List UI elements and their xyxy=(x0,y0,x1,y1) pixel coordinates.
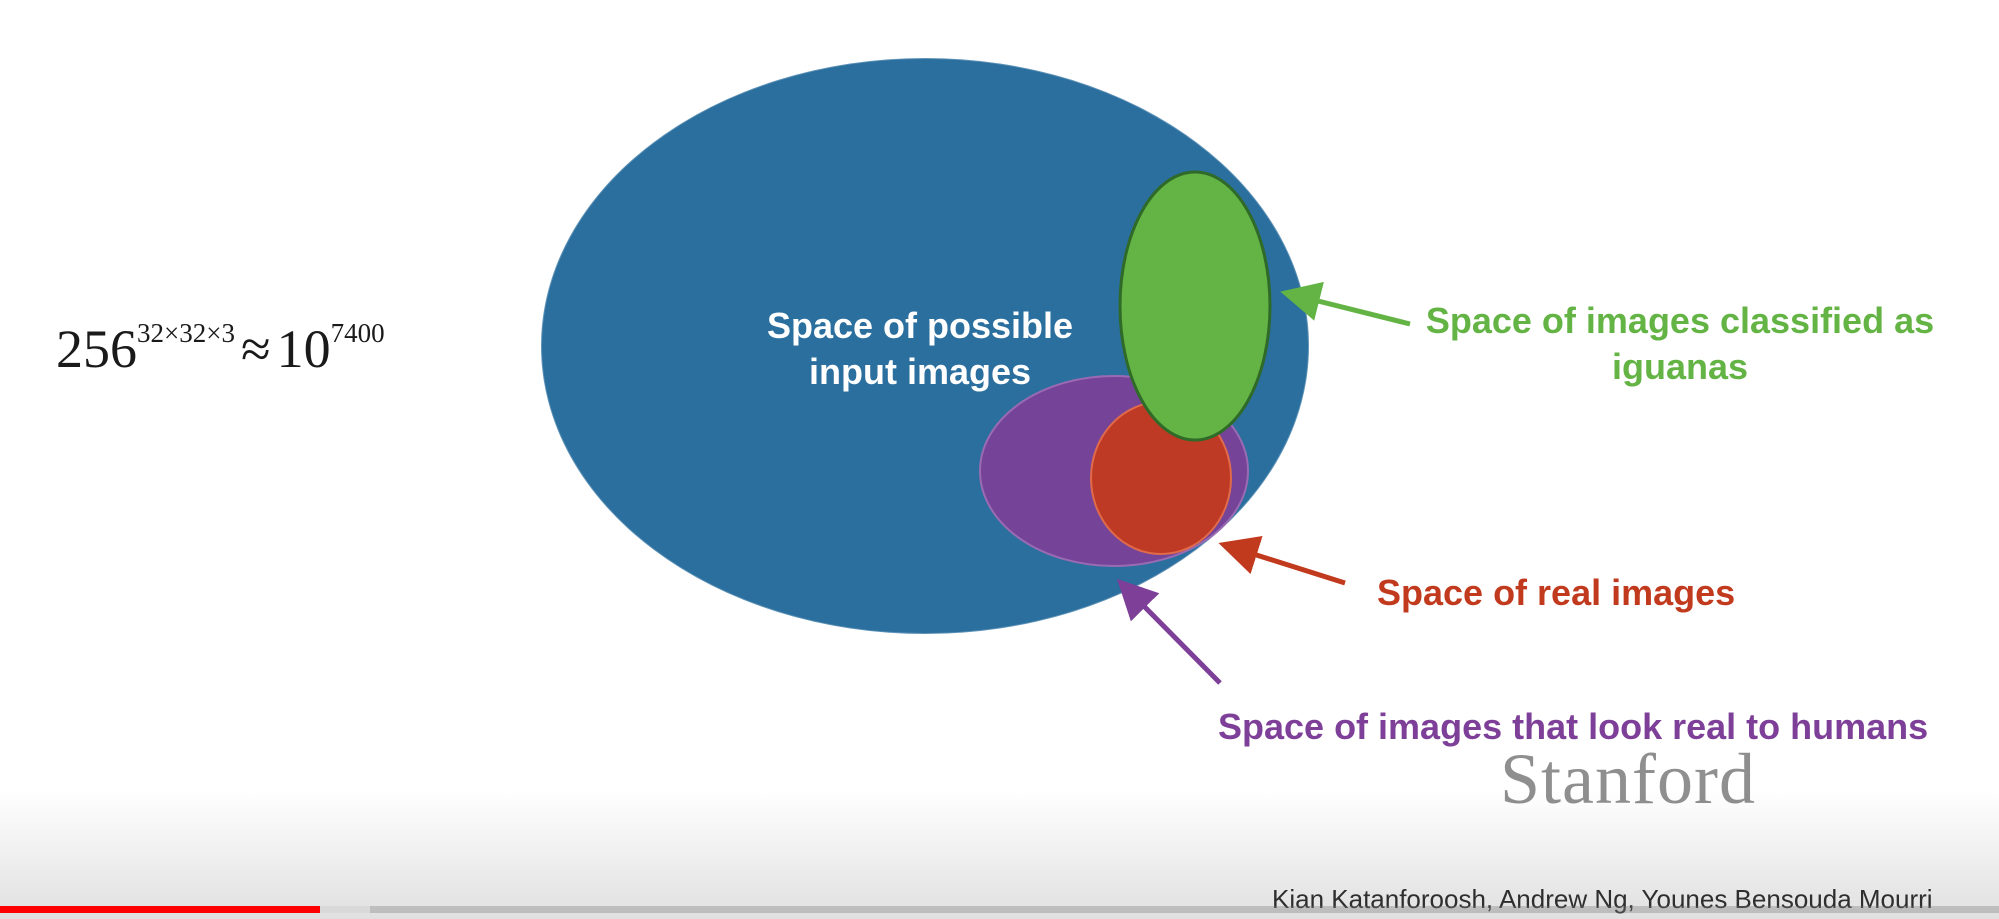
real-arrow xyxy=(1218,535,1346,586)
real-space-label: Space of real images xyxy=(1377,572,1736,613)
video-progress-track[interactable] xyxy=(0,906,1999,913)
formula-base: 256 xyxy=(56,319,137,379)
player-gradient xyxy=(0,790,1999,919)
formula-result-base: 10 xyxy=(276,319,331,379)
human-arrow xyxy=(1116,578,1222,685)
video-progress-bar[interactable] xyxy=(0,906,320,913)
credits-text: Kian Katanforoosh, Andrew Ng, Younes Ben… xyxy=(1272,884,1933,914)
iguana-arrow xyxy=(1280,281,1411,327)
formula-approx: ≈ xyxy=(240,319,271,379)
formula-result-exponent: 7400 xyxy=(330,318,385,348)
human-space-label: Space of images that look real to humans xyxy=(1218,706,1929,747)
iguana-space-ellipse xyxy=(1118,170,1272,442)
input-space-label: Space of possible input images xyxy=(766,305,1074,392)
stanford-logo: Stanford xyxy=(1500,739,1756,819)
formula-exponent: 32×32×3 xyxy=(137,318,235,348)
formula: 25632×32×3≈107400 xyxy=(56,318,385,380)
iguana-space-label: Space of images classified as iguanas xyxy=(1425,300,1935,387)
